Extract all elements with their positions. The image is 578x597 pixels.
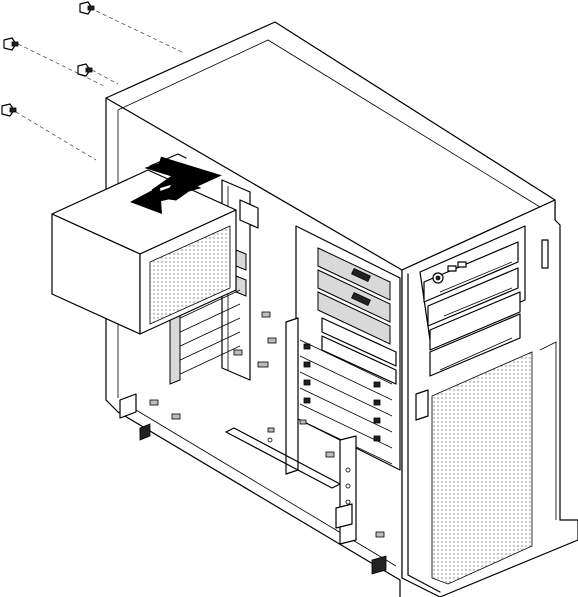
door-latch — [416, 390, 428, 420]
screw-4 — [2, 104, 96, 160]
front-bezel — [402, 200, 578, 597]
screw-2 — [4, 38, 104, 86]
front-usb-port-icon — [448, 266, 456, 271]
chassis-foot — [372, 556, 386, 574]
floor-rail — [226, 428, 340, 488]
drive-cage — [286, 226, 400, 544]
screw-3 — [78, 64, 118, 84]
bezel-latch — [542, 240, 548, 268]
screw-1 — [80, 2, 182, 52]
